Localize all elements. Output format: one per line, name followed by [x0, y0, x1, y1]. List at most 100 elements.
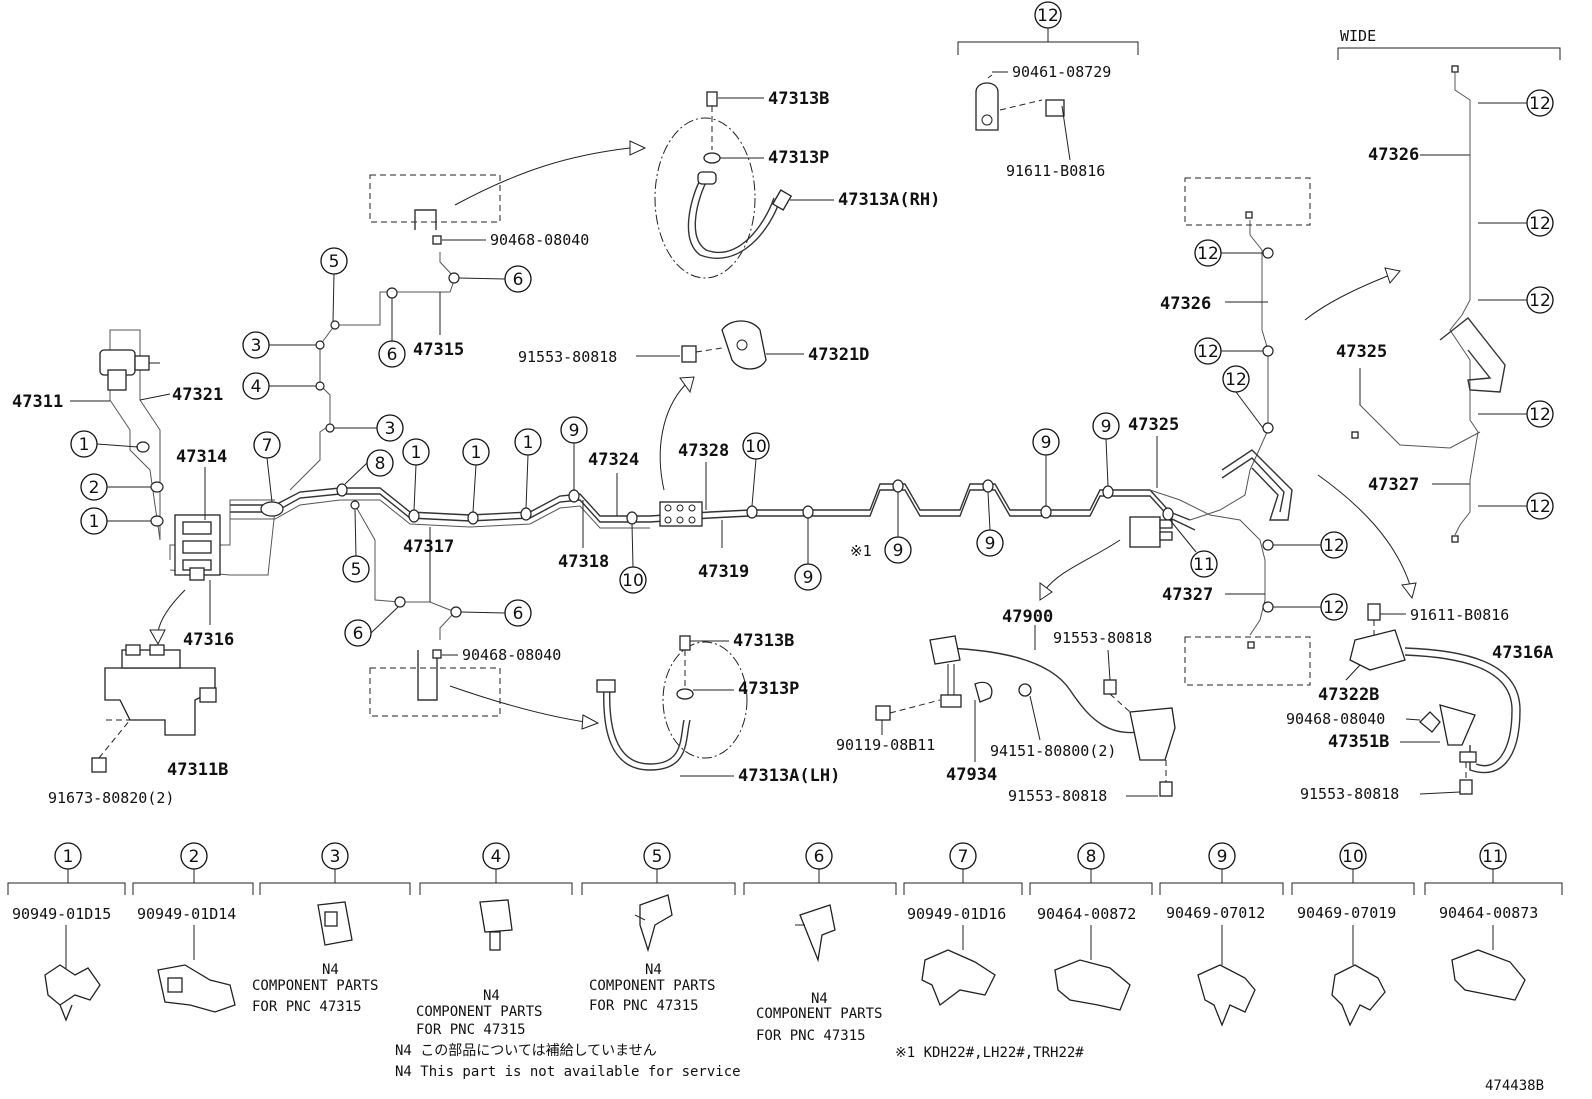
labels-l90461: 90461-08729 — [1012, 63, 1111, 81]
callouts-n6: 6 — [387, 345, 398, 365]
labels-l47311B: 47311B — [167, 760, 228, 780]
n4-mark: N4 — [645, 962, 662, 978]
front-lh-detail — [369, 635, 748, 771]
legend-0-part: 90949-01D15 — [12, 905, 111, 923]
callouts-n9: 9 — [803, 568, 814, 588]
labels-l47317: 47317 — [403, 537, 454, 557]
callouts-n10: 10 — [745, 437, 767, 457]
callouts-n12: 12 — [1323, 598, 1345, 618]
labels-star1: ※1 — [850, 542, 872, 560]
callouts-n6: 6 — [353, 624, 364, 644]
legend-2-num: 3 — [330, 847, 341, 867]
legend-10-num: 11 — [1482, 847, 1504, 867]
callouts-n12: 12 — [1197, 244, 1219, 264]
n4-comp1: COMPONENT PARTS — [756, 1006, 882, 1022]
bracket-group-12 — [957, 28, 1139, 161]
callouts-n11: 11 — [1193, 555, 1215, 575]
callouts-n12: 12 — [1197, 342, 1219, 362]
legend-9-part: 90469-07019 — [1297, 904, 1396, 922]
callouts-n9: 9 — [893, 541, 904, 561]
footnotes: N4 この部品については補給していません N4 This part is not… — [395, 1043, 1544, 1094]
labels-l47326a: 47326 — [1160, 294, 1211, 314]
labels-l47934: 47934 — [946, 765, 997, 785]
n4-mark: N4 — [322, 962, 339, 978]
labels-l47316: 47316 — [183, 630, 234, 650]
callouts-n1: 1 — [471, 443, 482, 463]
labels-l47313P_a: 47313P — [768, 148, 829, 168]
callouts-n12: 12 — [1037, 6, 1059, 26]
callouts-n1: 1 — [89, 512, 100, 532]
bracket-47321D — [659, 320, 767, 491]
labels-l47325b: 47325 — [1336, 342, 1387, 362]
legend-7-part: 90464-00872 — [1037, 905, 1136, 923]
n4-comp2: FOR PNC 47315 — [416, 1022, 526, 1038]
footnotes-jp: N4 この部品については補給していません — [395, 1043, 657, 1059]
labels-l47328: 47328 — [678, 441, 729, 461]
labels-l47321D: 47321D — [808, 345, 869, 365]
n4-comp2: FOR PNC 47315 — [252, 999, 362, 1015]
labels-wide: WIDE — [1340, 27, 1376, 45]
callout-circles: 1 2 1 7 8 1 1 1 9 10 10 9 9 9 9 9 11 5 3… — [70, 1, 1554, 647]
callouts-n12: 12 — [1529, 94, 1551, 114]
callouts-n6: 6 — [513, 270, 524, 290]
labels-l91611b: 91611-B0816 — [1410, 606, 1509, 624]
labels-l47313A_LH: 47313A(LH) — [738, 766, 840, 786]
labels-l47315: 47315 — [413, 340, 464, 360]
legend-6-num: 7 — [958, 847, 969, 867]
bracket-47311B — [91, 589, 217, 773]
labels-l47314: 47314 — [176, 447, 227, 467]
legend-num-1: 1 — [63, 847, 74, 867]
labels-l47351B: 47351B — [1328, 732, 1389, 752]
labels-l91673: 91673-80820(2) — [48, 789, 174, 807]
callouts-n12: 12 — [1323, 536, 1345, 556]
legend-10-part: 90464-00873 — [1439, 904, 1538, 922]
labels-l47319: 47319 — [698, 562, 749, 582]
module-47900 — [1129, 516, 1173, 548]
footnotes-en: N4 This part is not available for servic… — [395, 1064, 741, 1080]
labels-l90119: 90119-08B11 — [836, 736, 935, 754]
labels-l47326b: 47326 — [1368, 145, 1419, 165]
labels-l47313P_b: 47313P — [738, 679, 799, 699]
callouts-n6: 6 — [513, 604, 524, 624]
callouts-n12: 12 — [1225, 370, 1247, 390]
labels-l47322B: 47322B — [1318, 685, 1379, 705]
legend-1-num: 2 — [189, 847, 200, 867]
callouts-n4: 4 — [251, 377, 262, 397]
n4-comp1: COMPONENT PARTS — [589, 978, 715, 994]
callouts-n12: 12 — [1529, 405, 1551, 425]
n4-comp2: FOR PNC 47315 — [589, 998, 699, 1014]
rear-line-left — [1184, 177, 1417, 686]
footnotes-star: ※1 KDH22#,LH22#,TRH22# — [895, 1045, 1084, 1061]
part-labels: 47311 47321 47314 47316 47311B 91673-808… — [12, 27, 1553, 807]
labels-l47321: 47321 — [172, 385, 223, 405]
n4-comp1: COMPONENT PARTS — [252, 978, 378, 994]
legend-8-part: 90469-07012 — [1166, 904, 1265, 922]
callouts-n5: 5 — [329, 252, 340, 272]
callouts-n9: 9 — [1041, 433, 1052, 453]
callouts-n7: 7 — [262, 436, 273, 456]
sensor-47900 — [875, 539, 1176, 797]
labels-l91553_c: 91553-80818 — [1008, 787, 1107, 805]
labels-l47316A: 47316A — [1492, 643, 1553, 663]
callouts-n2: 2 — [89, 478, 100, 498]
labels-l90468c: 90468-08040 — [1286, 710, 1385, 728]
labels-l90468a: 90468-08040 — [490, 231, 589, 249]
callouts-n3: 3 — [251, 336, 262, 356]
labels-l91553_b: 91553-80818 — [1053, 629, 1152, 647]
labels-l47325a: 47325 — [1128, 415, 1179, 435]
callouts-n9: 9 — [985, 534, 996, 554]
leader-lines — [70, 102, 1527, 634]
legend-8-num: 9 — [1217, 847, 1228, 867]
legend-4-num: 5 — [652, 847, 663, 867]
callouts-n12: 12 — [1529, 214, 1551, 234]
callouts-n12: 12 — [1529, 497, 1551, 517]
labels-l90468b: 90468-08040 — [462, 646, 561, 664]
callouts-n9: 9 — [1101, 417, 1112, 437]
line-clips — [136, 247, 1274, 618]
callouts-n12: 12 — [1529, 291, 1551, 311]
legend-5-num: 6 — [814, 847, 825, 867]
labels-l91553_d: 91553-80818 — [1300, 785, 1399, 803]
sensor-47316A — [1349, 603, 1521, 795]
legend-9-num: 10 — [1342, 847, 1364, 867]
